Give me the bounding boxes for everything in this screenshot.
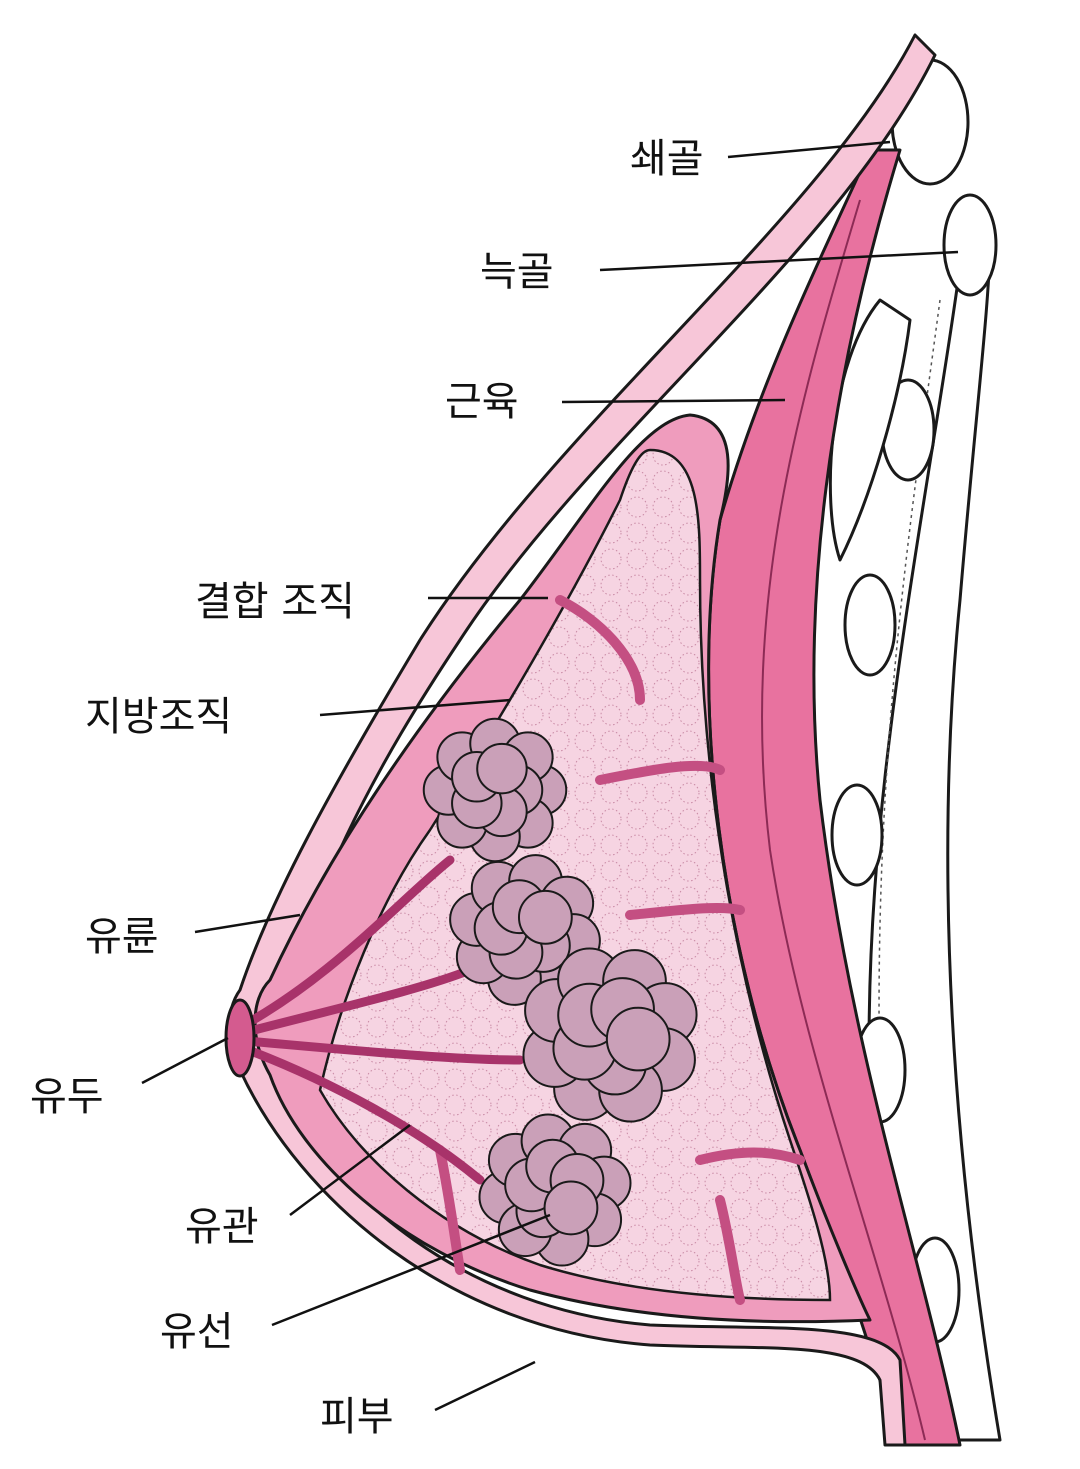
label-milk-duct: 유관	[185, 1204, 259, 1250]
lobule	[517, 889, 573, 945]
label-nipple: 유두	[30, 1074, 104, 1120]
lobule	[476, 742, 528, 795]
lobule	[543, 1180, 599, 1236]
leader-lines	[141, 140, 959, 1412]
label-skin: 피부	[320, 1394, 394, 1440]
label-areola: 유륜	[85, 914, 159, 960]
lobule-cluster	[449, 854, 601, 1006]
lobule-cluster	[422, 717, 568, 863]
skin	[227, 33, 937, 1447]
label-rib: 늑골	[480, 249, 554, 295]
lobule-cluster	[478, 1113, 632, 1267]
fat-tissue	[318, 448, 832, 1305]
lobule-cluster	[522, 947, 698, 1123]
label-mammary-gland: 유선	[160, 1309, 234, 1355]
label-clavicle: 쇄골	[630, 136, 704, 182]
label-connective-tissue: 결합 조직	[195, 579, 355, 625]
mammary-gland-lobules	[422, 717, 698, 1267]
label-muscle: 근육	[445, 379, 519, 425]
label-fat-tissue: 지방조직	[85, 694, 232, 740]
lobule	[605, 1006, 671, 1072]
milk-ducts	[224, 855, 525, 1185]
labels: 쇄골 늑골 근육 결합 조직 지방조직 유륜 유두 유관 유선 피부	[30, 136, 704, 1440]
